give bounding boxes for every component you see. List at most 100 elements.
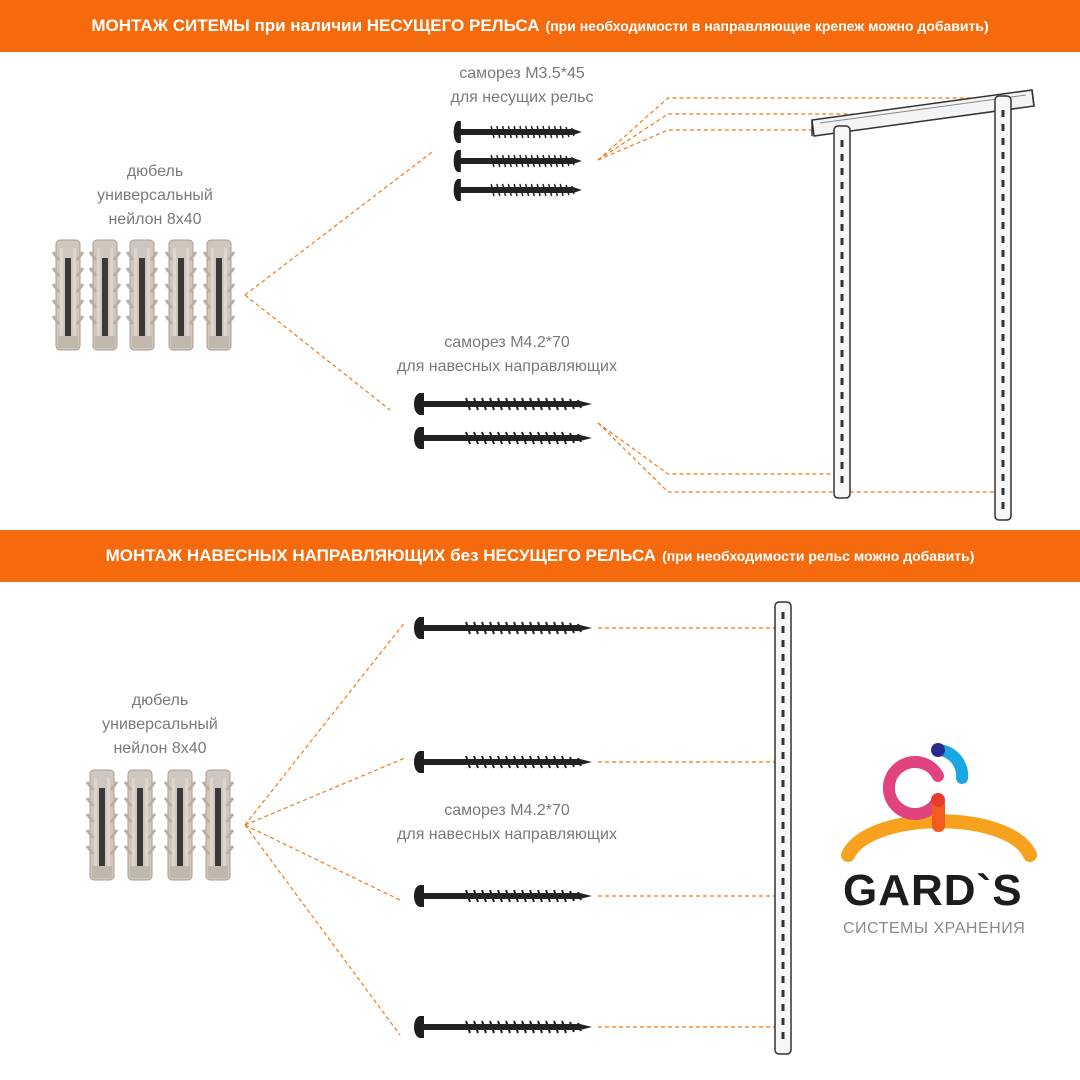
hanging-upright bbox=[774, 601, 792, 1055]
screw-long bbox=[413, 616, 593, 640]
rail-slot bbox=[781, 920, 785, 927]
rail-slot bbox=[1001, 306, 1005, 313]
screw-label-line: для навесных направляющих bbox=[397, 826, 617, 843]
screw-long bbox=[413, 392, 593, 416]
rail-slot bbox=[781, 794, 785, 801]
support-rail-structure bbox=[811, 89, 1035, 521]
rail-slot bbox=[840, 210, 844, 217]
dowel-label-line: универсальный bbox=[102, 716, 218, 733]
rail-slot bbox=[1001, 460, 1005, 467]
leader-lines-1 bbox=[244, 97, 1000, 493]
screw-short bbox=[452, 149, 583, 173]
section1-banner: МОНТАЖ СИТЕМЫ при наличии НЕСУЩЕГО РЕЛЬС… bbox=[0, 0, 1080, 52]
rail-slot bbox=[781, 724, 785, 731]
rail-slot bbox=[781, 710, 785, 717]
screw-long-label-1: саморез М4.2*70 для навесных направляющи… bbox=[357, 331, 657, 379]
rail-slot bbox=[840, 448, 844, 455]
rail-slot bbox=[1001, 152, 1005, 159]
rail-slot bbox=[840, 336, 844, 343]
screw-short bbox=[452, 178, 583, 202]
rail-slot bbox=[1001, 418, 1005, 425]
rail-slot bbox=[1001, 292, 1005, 299]
screw-label-line: для несущих рельс bbox=[450, 89, 594, 106]
rail-slot bbox=[1001, 236, 1005, 243]
rail-slot bbox=[840, 406, 844, 413]
rail-slot bbox=[840, 294, 844, 301]
rail-slot bbox=[840, 182, 844, 189]
gards-logo-mark bbox=[841, 743, 1037, 862]
rail-slot bbox=[781, 934, 785, 941]
rail-slot bbox=[840, 392, 844, 399]
rail-slot bbox=[781, 864, 785, 871]
rail-slot bbox=[781, 808, 785, 815]
rail-slot bbox=[781, 1032, 785, 1039]
rail-slot bbox=[1001, 166, 1005, 173]
rail-slot bbox=[781, 836, 785, 843]
dowel-label-2: дюбель универсальный нейлон 8х40 bbox=[60, 689, 260, 761]
rail-slot bbox=[1001, 194, 1005, 201]
dowel bbox=[201, 768, 235, 882]
leader-lines-2 bbox=[244, 621, 780, 1036]
dowel bbox=[164, 238, 198, 352]
section1-banner-title: МОНТАЖ СИТЕМЫ при наличии НЕСУЩЕГО РЕЛЬС… bbox=[91, 16, 540, 35]
rail-slot bbox=[781, 612, 785, 619]
dowel-group-1 bbox=[51, 238, 236, 352]
rail-slot bbox=[840, 350, 844, 357]
rail-slot bbox=[781, 752, 785, 759]
section2-banner-title: МОНТАЖ НАВЕСНЫХ НАПРАВЛЯЮЩИХ без НЕСУЩЕГ… bbox=[105, 546, 657, 565]
rail-slot bbox=[840, 364, 844, 371]
rail-slot bbox=[840, 252, 844, 259]
dowel bbox=[125, 238, 159, 352]
screw-label-line: саморез М3.5*45 bbox=[459, 65, 585, 82]
rail-slot bbox=[1001, 404, 1005, 411]
rail-slot bbox=[781, 668, 785, 675]
rail-slot bbox=[1001, 474, 1005, 481]
rail-slot bbox=[1001, 180, 1005, 187]
screw-label-line: саморез М4.2*70 bbox=[444, 802, 570, 819]
rail-slot bbox=[840, 238, 844, 245]
rail-slot bbox=[1001, 362, 1005, 369]
rail-slot bbox=[781, 640, 785, 647]
screw-long bbox=[413, 750, 593, 774]
brand-name: GARD`S bbox=[843, 866, 1023, 915]
dowel-label-line: нейлон 8х40 bbox=[113, 740, 207, 757]
rail-slot bbox=[781, 850, 785, 857]
dowel-label-line: дюбель bbox=[131, 692, 189, 709]
rail-slot bbox=[781, 682, 785, 689]
rail-slot bbox=[1001, 208, 1005, 215]
rail-slot bbox=[1001, 110, 1005, 117]
rail-slot bbox=[840, 168, 844, 175]
rail-slot bbox=[1001, 446, 1005, 453]
screw-long-group-1 bbox=[413, 392, 593, 450]
screw-long bbox=[413, 884, 593, 908]
rail-slot bbox=[781, 1004, 785, 1011]
dowel-label-line: дюбель bbox=[126, 163, 184, 180]
dowel bbox=[123, 768, 157, 882]
rail-slot bbox=[1001, 320, 1005, 327]
screw-short-label: саморез М3.5*45 для несущих рельс bbox=[392, 62, 652, 110]
section1-banner-note: (при необходимости в направляющие крепеж… bbox=[545, 18, 989, 34]
dowel-label-line: универсальный bbox=[97, 187, 213, 204]
rail-slot bbox=[840, 196, 844, 203]
rail-slot bbox=[1001, 376, 1005, 383]
dowel bbox=[163, 768, 197, 882]
rail-slot bbox=[1001, 138, 1005, 145]
rail-slot bbox=[840, 224, 844, 231]
rail-slot bbox=[781, 654, 785, 661]
screw-label-line: для навесных направляющих bbox=[397, 358, 617, 375]
rail-slot bbox=[781, 878, 785, 885]
screw-label-line: саморез М4.2*70 bbox=[444, 334, 570, 351]
rail-slot bbox=[1001, 278, 1005, 285]
section2-banner-note: (при необходимости рельс можно добавить) bbox=[662, 548, 975, 564]
rail-slot bbox=[840, 378, 844, 385]
brand-tagline: СИСТЕМЫ ХРАНЕНИЯ bbox=[843, 920, 1026, 937]
rail-slot bbox=[781, 766, 785, 773]
rail-slot bbox=[781, 626, 785, 633]
rail-slot bbox=[840, 476, 844, 483]
rail-slot bbox=[1001, 264, 1005, 271]
screw-short-group bbox=[452, 120, 583, 202]
section2-banner: МОНТАЖ НАВЕСНЫХ НАПРАВЛЯЮЩИХ без НЕСУЩЕГ… bbox=[0, 530, 1080, 582]
rail-slot bbox=[781, 906, 785, 913]
dowel bbox=[85, 768, 119, 882]
